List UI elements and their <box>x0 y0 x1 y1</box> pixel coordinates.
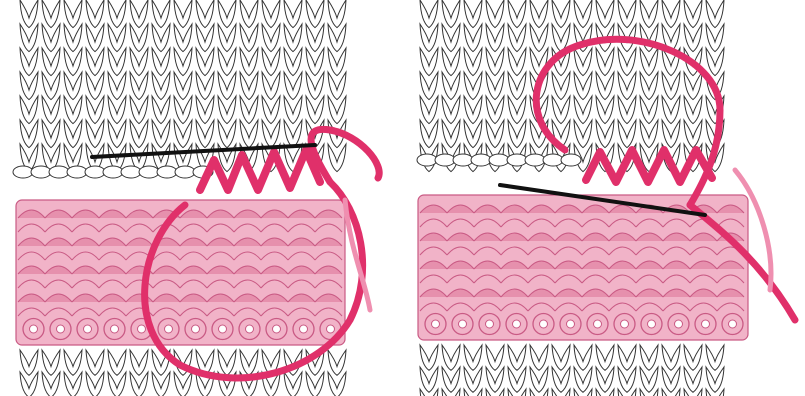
patch-loop-hole <box>594 320 602 328</box>
chain-stitch <box>435 154 455 166</box>
patch-loop-hole <box>459 320 467 328</box>
chain-stitch <box>103 166 123 178</box>
patch-loop-hole <box>30 325 38 333</box>
patch-loop-hole <box>57 325 65 333</box>
chain-stitch <box>13 166 33 178</box>
chain-stitch <box>175 166 195 178</box>
chain-stitch <box>31 166 51 178</box>
chain-stitch <box>85 166 105 178</box>
chain-stitch <box>507 154 527 166</box>
patch-loop-hole <box>702 320 710 328</box>
chain-stitch <box>417 154 437 166</box>
chain-stitch <box>471 154 491 166</box>
patch-loop-hole <box>567 320 575 328</box>
patch-loop-hole <box>327 325 335 333</box>
chain-stitch <box>525 154 545 166</box>
cast-off-edge <box>13 166 213 178</box>
patch-loop-hole <box>675 320 683 328</box>
cast-off-edge <box>417 154 581 166</box>
chain-stitch <box>561 154 581 166</box>
patch-loop-hole <box>84 325 92 333</box>
chain-stitch <box>157 166 177 178</box>
patch-loop-hole <box>246 325 254 333</box>
chain-stitch <box>543 154 563 166</box>
patch-loop-hole <box>540 320 548 328</box>
patch-loop-hole <box>165 325 173 333</box>
patch-loop-hole <box>192 325 200 333</box>
patch-loop-hole <box>648 320 656 328</box>
patch-loop-hole <box>111 325 119 333</box>
patch-loop-hole <box>729 320 737 328</box>
patch-loop-hole <box>432 320 440 328</box>
knitted-patch <box>16 200 345 345</box>
patch-loop-hole <box>273 325 281 333</box>
patch-loop-hole <box>513 320 521 328</box>
patch-loop-hole <box>138 325 146 333</box>
chain-stitch <box>49 166 69 178</box>
patch-loop-hole <box>219 325 227 333</box>
chain-stitch <box>121 166 141 178</box>
chain-stitch <box>139 166 159 178</box>
knitted-patch <box>418 195 748 340</box>
patch-loop-hole <box>300 325 308 333</box>
chain-stitch <box>489 154 509 166</box>
chain-stitch <box>67 166 87 178</box>
chain-stitch <box>453 154 473 166</box>
patch-loop-hole <box>621 320 629 328</box>
patch-loop-hole <box>486 320 494 328</box>
